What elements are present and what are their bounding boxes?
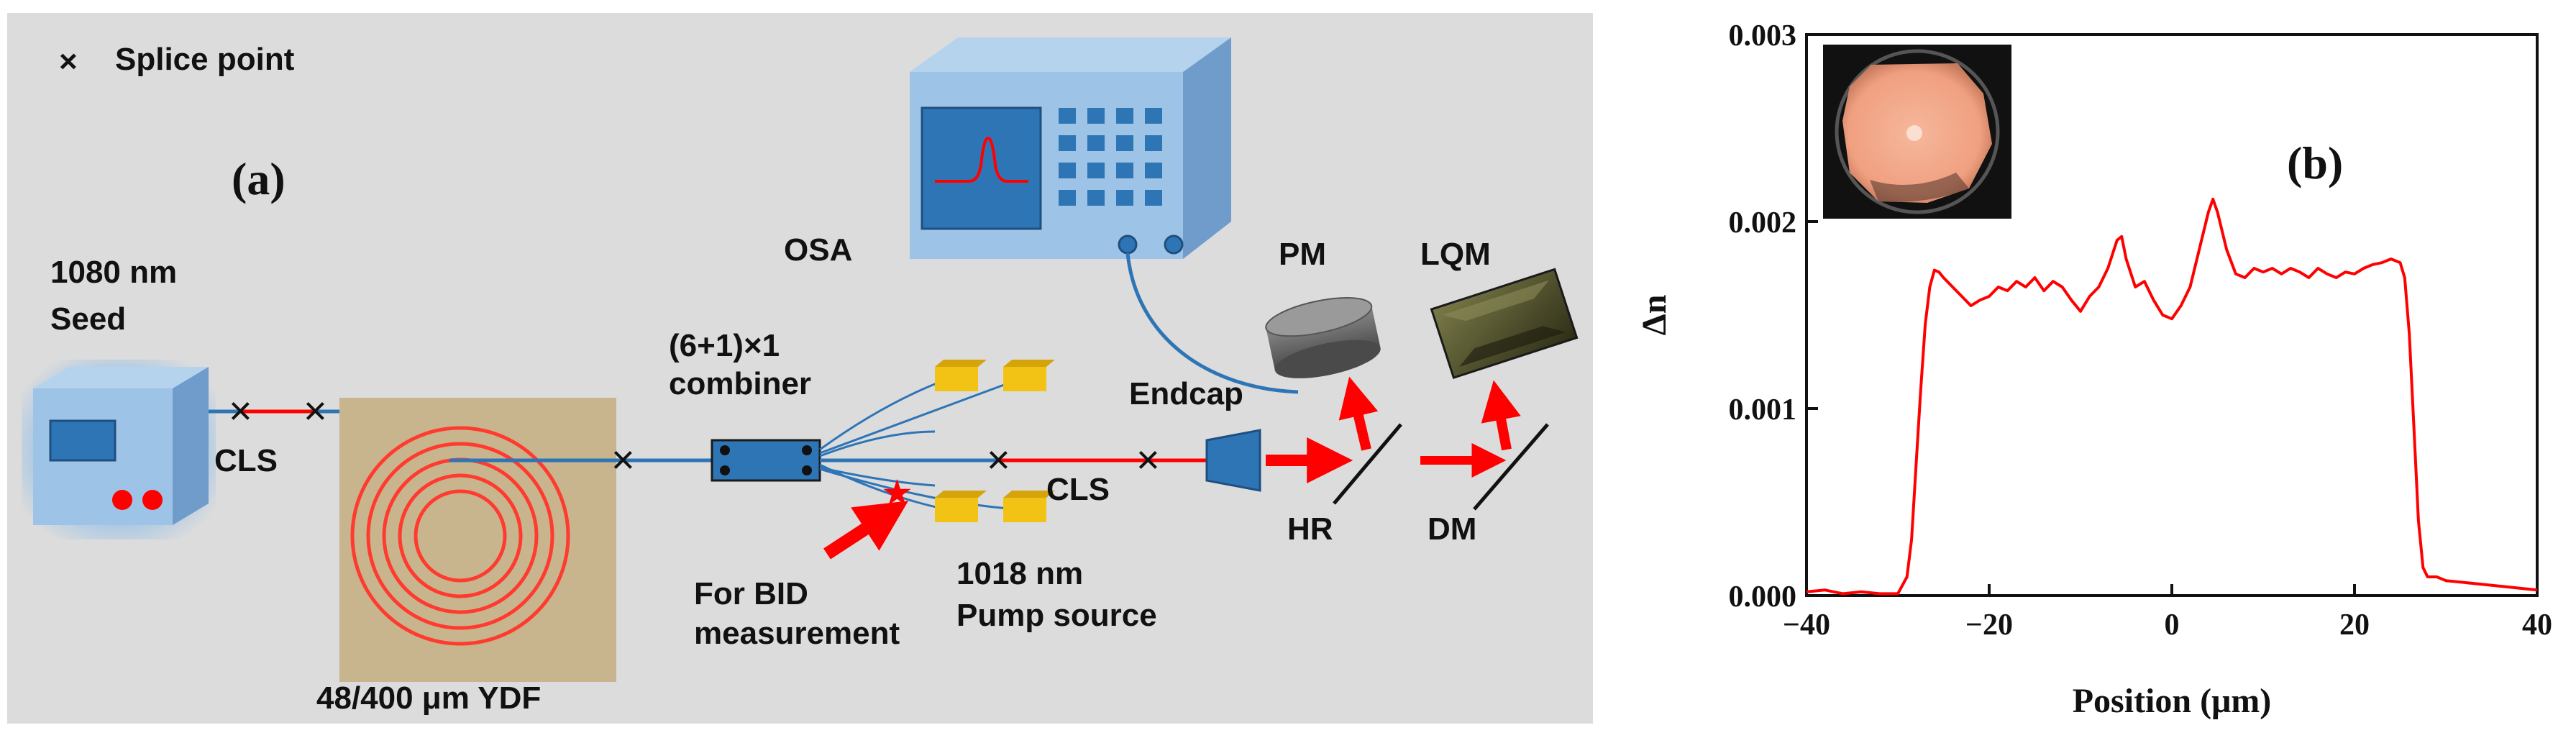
y-ticks: 0.000 0.001 0.002 0.003 — [1729, 19, 1818, 614]
series-line — [1806, 197, 2538, 596]
splice-mark-2: × — [303, 388, 327, 433]
y-tick-label: 0.002 — [1729, 206, 1797, 240]
x-ticks: −40 −20 0 20 40 — [1783, 584, 2552, 642]
hr-mirror — [1333, 423, 1402, 505]
power-meter — [1265, 297, 1381, 378]
combiner — [711, 439, 821, 482]
x-tick-label: 0 — [2165, 609, 2180, 642]
osa-port-1 — [1118, 234, 1138, 255]
bid-label-line1: For BID — [694, 576, 808, 611]
panel-label-b: (b) — [2287, 137, 2343, 188]
osa-label: OSA — [784, 232, 852, 268]
legend-splice-symbol: × — [59, 44, 78, 79]
lqm-instrument — [1430, 268, 1579, 380]
seed-indicator-2 — [142, 490, 163, 510]
splice-mark-5: × — [1136, 437, 1160, 482]
splice-mark-4: × — [987, 437, 1010, 482]
beam-to-lqm — [1481, 380, 1521, 451]
pm-label: PM — [1279, 237, 1326, 272]
x-axis-title: Position (μm) — [2073, 682, 2272, 720]
ydf-coil — [339, 398, 616, 682]
dm-label: DM — [1428, 511, 1476, 547]
y-axis-title: Δn — [1635, 295, 1673, 336]
seed-label-line2: Seed — [50, 301, 126, 337]
cls-label-right: CLS — [1046, 472, 1110, 507]
x-tick-label: −40 — [1783, 609, 1830, 642]
splice-mark-1: × — [229, 388, 252, 433]
hr-label: HR — [1287, 511, 1333, 547]
osa-fiber — [1125, 252, 1299, 394]
dm-mirror — [1473, 423, 1549, 511]
ydf-label: 48/400 μm YDF — [316, 680, 541, 716]
endcap — [1205, 429, 1261, 492]
y-tick-label: 0.003 — [1729, 19, 1797, 53]
seed-laser — [22, 360, 216, 539]
y-tick-label: 0.001 — [1729, 393, 1797, 427]
panel-label-a: (a) — [232, 153, 286, 204]
seed-display — [49, 419, 117, 462]
setup-diagram: × Splice point (a) 1080 nm Seed × × CLS — [7, 13, 1593, 724]
seed-indicator-1 — [112, 490, 132, 510]
beam-to-pm — [1338, 376, 1379, 451]
combiner-label-line2: combiner — [669, 366, 811, 401]
osa-instrument — [910, 37, 1231, 259]
x-tick-label: −20 — [1965, 609, 2013, 642]
bid-arrow — [823, 501, 909, 560]
lqm-label: LQM — [1420, 237, 1491, 272]
pump-label-line2: Pump source — [956, 598, 1157, 633]
osa-spectrum-trace — [935, 136, 1028, 183]
osa-port-2 — [1164, 234, 1184, 255]
pump-diodes — [935, 360, 1055, 522]
pump-label-line1: 1018 nm — [956, 556, 1083, 591]
x-tick-label: 40 — [2522, 609, 2552, 642]
endcap-label: Endcap — [1129, 376, 1243, 411]
legend-splice-text: Splice point — [115, 42, 295, 77]
combiner-label-line1: (6+1)×1 — [669, 328, 780, 363]
index-profile-chart: 0.000 0.001 0.002 0.003 −40 −20 0 20 40 Δn Posi… — [1635, 19, 2552, 720]
seed-label-line1: 1080 nm — [50, 255, 177, 290]
pump-fibers — [819, 378, 1018, 511]
bid-label-line2: measurement — [694, 616, 900, 651]
y-tick-label: 0.000 — [1729, 580, 1797, 614]
x-tick-label: 20 — [2339, 609, 2370, 642]
bid-star: ★ — [881, 473, 913, 513]
cls-label-left: CLS — [214, 443, 278, 478]
ydf-pad — [339, 398, 616, 682]
splice-mark-3: × — [611, 437, 635, 482]
fiber-crosssection-inset — [1823, 45, 2011, 219]
osa-keypad — [1059, 108, 1162, 206]
